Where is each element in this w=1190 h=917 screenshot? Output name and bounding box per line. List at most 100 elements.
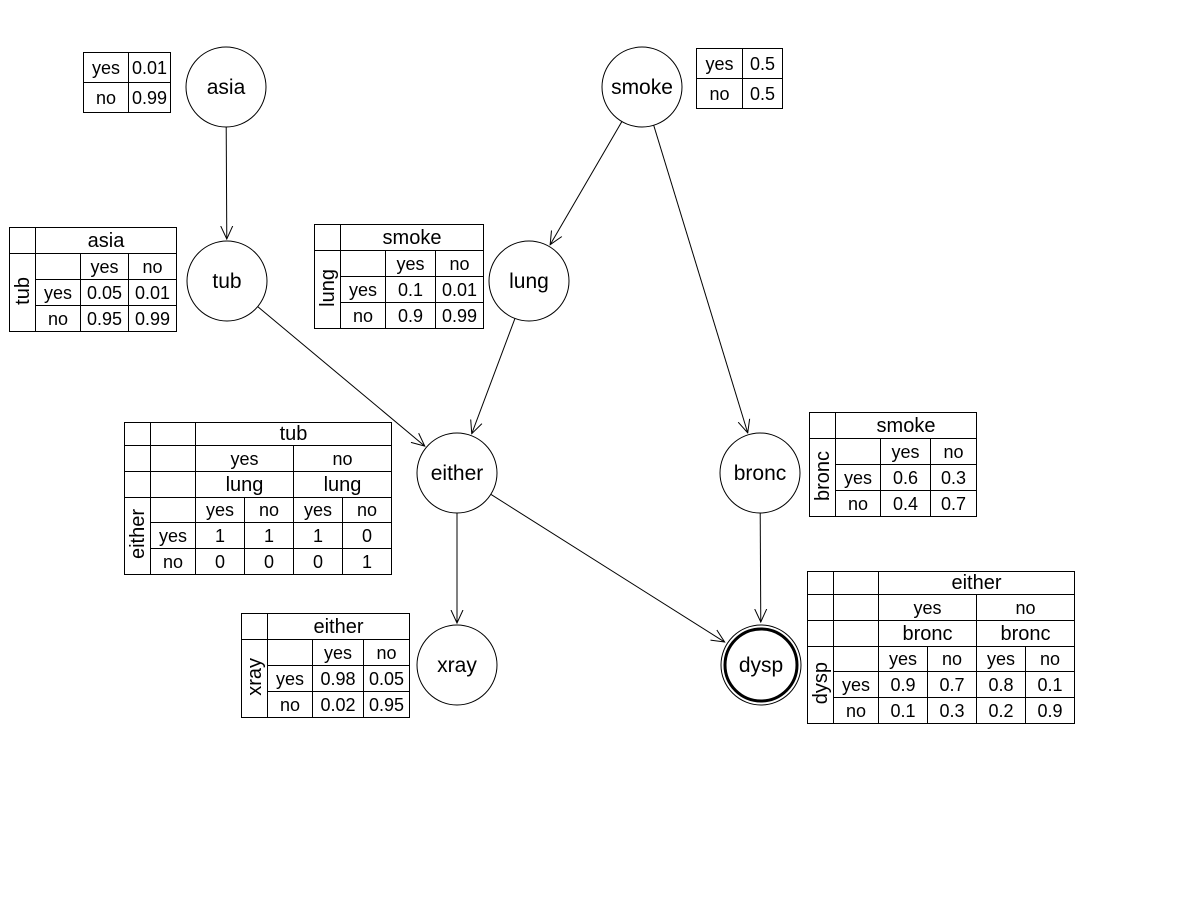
cpt-smoke: yes 0.5 no 0.5: [696, 48, 783, 109]
cpt-value: 0.98: [312, 665, 364, 692]
column-state: yes: [195, 497, 245, 523]
edge-asia-to-tub: [226, 126, 227, 239]
cpt-bronc: smoke bronc yes no yes 0.6 0.3 no 0.4 0.…: [809, 412, 977, 517]
cpt-value: 0.3: [930, 464, 977, 491]
spacer-cell: [340, 250, 386, 277]
child-var-label: xray: [243, 658, 266, 696]
row-state: yes: [35, 279, 81, 306]
state-label: no: [83, 82, 129, 113]
row-state: no: [150, 548, 196, 575]
row-state: yes: [835, 464, 881, 491]
nodes-layer: asia smoke tub lung either bronc xray dysp: [185, 46, 802, 706]
child-var-cell: either: [124, 497, 151, 575]
node-circle: [185, 46, 267, 128]
parent-header: smoke: [340, 224, 484, 251]
node-dysp[interactable]: dysp: [720, 624, 802, 706]
parent-header: asia: [35, 227, 177, 254]
child-var-label: either: [126, 509, 149, 560]
spacer-cell: [150, 497, 196, 523]
node-bronc[interactable]: bronc: [719, 432, 801, 514]
node-xray[interactable]: xray: [416, 624, 498, 706]
spacer-cell: [833, 571, 879, 595]
parent-header-outer: either: [878, 571, 1075, 595]
cpt-value: 0.05: [363, 665, 410, 692]
spacer-cell: [267, 639, 313, 666]
spacer-cell: [835, 438, 881, 465]
child-var-cell: tub: [9, 253, 36, 332]
spacer-cell: [150, 445, 196, 472]
cpt-value: 0.9: [878, 671, 928, 698]
row-state: no: [35, 305, 81, 332]
row-state: yes: [267, 665, 313, 692]
cpt-value: 0.01: [128, 52, 171, 83]
parent-header-inner: bronc: [878, 620, 977, 647]
parent-header: smoke: [835, 412, 977, 439]
row-state: no: [833, 697, 879, 724]
cpt-value: 0.7: [930, 490, 977, 517]
cpt-value: 0.9: [1025, 697, 1075, 724]
node-circle: [601, 46, 683, 128]
node-circle: [186, 240, 268, 322]
column-state: no: [363, 639, 410, 666]
spacer-cell: [150, 471, 196, 498]
cpt-value: 0.02: [312, 691, 364, 718]
child-var-label: tub: [11, 277, 34, 305]
edge-tub-to-either: [257, 306, 425, 446]
cpt-value: 0.95: [363, 691, 410, 718]
cpt-value: 0.7: [927, 671, 977, 698]
child-var-cell: dysp: [807, 646, 834, 724]
edge-smoke-to-bronc: [653, 125, 748, 433]
cpt-value: 0.8: [976, 671, 1026, 698]
child-var-label: lung: [316, 269, 339, 307]
column-state: yes: [880, 438, 931, 465]
node-either[interactable]: either: [416, 432, 498, 514]
cpt-value: 0.3: [927, 697, 977, 724]
column-state: no: [1025, 646, 1075, 672]
cpt-value: 0.1: [385, 276, 436, 303]
edges-layer: [226, 121, 761, 642]
outer-state: yes: [878, 594, 977, 621]
column-state: no: [930, 438, 977, 465]
spacer-cell: [35, 253, 81, 280]
cpt-value: 0.05: [80, 279, 129, 306]
node-lung[interactable]: lung: [488, 240, 570, 322]
node-label: either: [431, 462, 484, 485]
row-state: yes: [150, 522, 196, 549]
spacer-cell: [124, 445, 151, 472]
node-label: xray: [437, 654, 477, 677]
row-state: no: [835, 490, 881, 517]
cpt-tub: asia tub yes no yes 0.05 0.01 no 0.95 0.…: [9, 227, 177, 332]
child-var-cell: lung: [314, 250, 341, 329]
edge-bronc-to-dysp: [760, 512, 761, 622]
child-var-cell: bronc: [809, 438, 836, 517]
state-label: yes: [83, 52, 129, 83]
spacer-cell: [807, 594, 834, 621]
child-var-label: bronc: [811, 450, 834, 502]
column-state: no: [244, 497, 294, 523]
column-state: yes: [312, 639, 364, 666]
cpt-value: 0.5: [742, 78, 783, 109]
node-smoke[interactable]: smoke: [601, 46, 683, 128]
node-tub[interactable]: tub: [186, 240, 268, 322]
cpt-value: 0.2: [976, 697, 1026, 724]
column-state: no: [342, 497, 392, 523]
parent-header-inner: lung: [195, 471, 294, 498]
spacer-cell: [809, 412, 836, 439]
cpt-lung: smoke lung yes no yes 0.1 0.01 no 0.9 0.…: [314, 224, 484, 329]
cpt-either: tub yes no lung lung either yes no yes n…: [124, 422, 392, 575]
parent-header-inner: bronc: [976, 620, 1075, 647]
node-asia[interactable]: asia: [185, 46, 267, 128]
cpt-value: 0.6: [880, 464, 931, 491]
node-circle: [416, 624, 498, 706]
column-state: no: [128, 253, 177, 280]
edge-either-to-dysp: [490, 493, 725, 642]
cpt-asia: yes 0.01 no 0.99: [83, 52, 171, 113]
node-circle: [720, 624, 802, 706]
cpt-value: 0.95: [80, 305, 129, 332]
spacer-cell: [9, 227, 36, 254]
outer-state: no: [293, 445, 392, 472]
node-label: tub: [212, 270, 241, 293]
row-state: yes: [340, 276, 386, 303]
column-state: yes: [878, 646, 928, 672]
